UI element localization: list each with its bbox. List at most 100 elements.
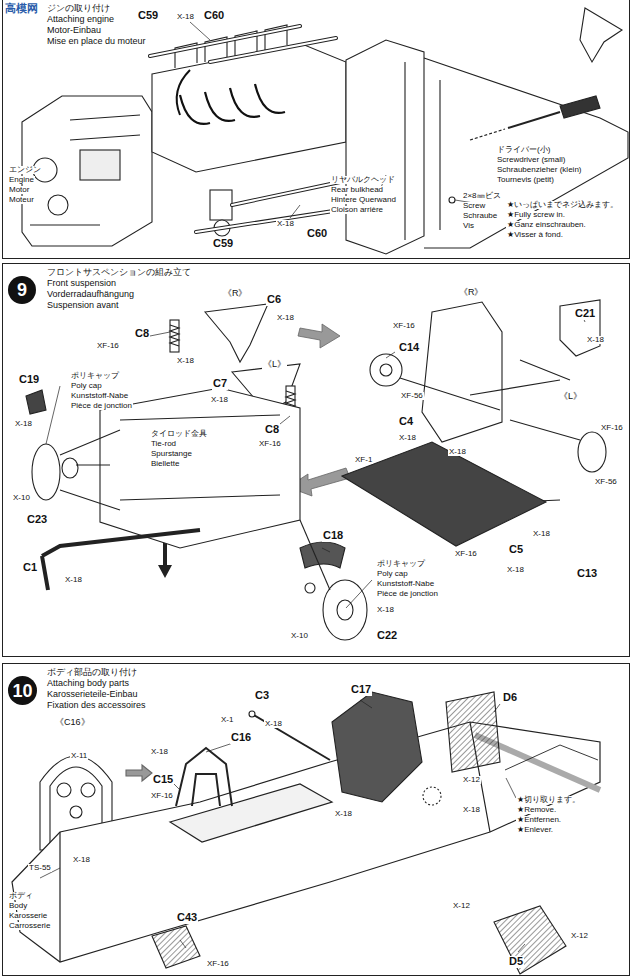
seat-drawing: [249, 692, 441, 805]
callout-label: 《R》: [458, 288, 485, 297]
dashboard-drawing: [81, 783, 95, 797]
heading-text: Attaching engine: [47, 14, 629, 25]
wishbone-drawing: [170, 320, 179, 352]
engine-drawing: [210, 190, 232, 220]
callout-label: Spurstange: [150, 450, 193, 458]
roll-hoop-drawing: [176, 748, 232, 806]
engine-drawing: [152, 25, 346, 236]
leader-lines: [46, 310, 585, 608]
engine-drawing: [152, 44, 346, 172]
heading-text: Fixation des accessoires: [47, 700, 629, 711]
callout-label: X-12: [570, 932, 589, 940]
gearbox-drawing: [48, 195, 68, 215]
callout-label: ポリキャップ: [376, 560, 426, 568]
callout-label: XF-16: [96, 342, 120, 350]
callout-label: 《R》: [222, 289, 249, 298]
callout-label: Poly cap: [376, 570, 409, 578]
leader-lines: [180, 940, 186, 948]
callout-label: Pièce de jonction: [376, 590, 439, 598]
front-bulkhead-drawing: [342, 300, 606, 546]
heading-text: Mise en place du moteur: [47, 36, 629, 47]
screw-rods: [232, 182, 340, 205]
callout-label: 《L》: [262, 360, 287, 369]
roll-hoop-drawing: [192, 774, 220, 806]
leader-lines: [506, 778, 516, 798]
callout-label: ★Fully screw in.: [506, 211, 566, 219]
gearbox-drawing: [80, 150, 120, 180]
callout-label: XF-16: [454, 550, 478, 558]
callout-label: Pièce de jonction: [70, 402, 133, 410]
leader-lines: [190, 22, 480, 218]
seat-drawing: [249, 711, 255, 717]
suspension-assembly-drawing: [60, 430, 120, 510]
direction-arrows: [298, 324, 340, 348]
callout-label: Kunststoff-Nabe: [376, 580, 435, 588]
callout-label: C43: [176, 912, 198, 924]
callout-label: X-18: [398, 434, 417, 442]
callout-label: C59: [137, 10, 159, 22]
callout-label: タイロッド金具: [150, 430, 208, 438]
screw-rods: [210, 38, 336, 62]
callout-label: C23: [26, 514, 48, 526]
seat-drawing: [252, 714, 330, 760]
hatched-parts: [505, 745, 598, 770]
callout-label: ★切り取ります。: [516, 796, 581, 804]
screw-rods: [232, 182, 340, 205]
callout-label: C13: [576, 568, 598, 580]
suspension-assembly-drawing: [120, 415, 280, 500]
callout-label: D6: [502, 692, 518, 704]
callout-label: Hintere Querwand: [330, 196, 397, 204]
heading-text: Front suspension: [47, 278, 629, 289]
leader-lines: [290, 205, 300, 218]
callout-label: ★Remove.: [516, 806, 557, 814]
seat-drawing: [332, 692, 422, 802]
roll-hoop-drawing: [176, 748, 232, 806]
suspension-assembly-drawing: [62, 458, 78, 478]
callout-label: Cloison arrière: [330, 206, 384, 214]
callout-label: XF-56: [400, 392, 424, 400]
callout-label: エンジン: [8, 166, 42, 174]
callout-label: C60: [306, 228, 328, 240]
callout-label: C5: [508, 544, 524, 556]
callout-label: Schraube: [462, 212, 498, 220]
screwdriver-drawing: [470, 96, 600, 140]
gearbox-drawing: [30, 115, 140, 225]
hatched-parts: [446, 692, 500, 772]
front-bulkhead-drawing: [370, 354, 402, 386]
leader-lines: [40, 700, 525, 952]
front-bulkhead-drawing: [560, 300, 600, 356]
heading-text: ジンの取り付け: [47, 3, 629, 14]
callout-label: Carrosserie: [8, 922, 51, 930]
callout-label: X-18: [64, 576, 83, 584]
callout-label: ★Ganz einschrauben.: [506, 221, 587, 229]
front-bulkhead-drawing: [578, 432, 606, 472]
dashboard-drawing: [57, 783, 71, 797]
callout-label: 2×8㎜ビス: [462, 192, 502, 200]
callout-label: C6: [266, 294, 282, 306]
callout-label: C4: [398, 416, 414, 428]
callout-label: C21: [574, 308, 596, 320]
callout-label: Tie-rod: [150, 440, 177, 448]
callout-label: X-18: [72, 856, 91, 864]
callout-label: X-18: [506, 566, 525, 574]
callout-label: Tournevis (petit): [496, 176, 555, 184]
screw-rods: [150, 26, 340, 232]
callout-label: X-18: [14, 420, 33, 428]
callout-label: リヤバルクヘッド: [330, 176, 396, 184]
leader-lines: [346, 580, 372, 608]
step-heading: フロントサスペンションの組み立てFront suspensionVorderra…: [3, 264, 629, 311]
callout-label: C17: [350, 684, 372, 696]
step-number-text: 9: [17, 281, 27, 299]
callout-label: Kunststoff-Nabe: [70, 392, 129, 400]
callout-label: X-10: [290, 632, 309, 640]
leader-lines: [322, 548, 330, 552]
engine-drawing: [180, 84, 285, 124]
heading-text: Suspension avant: [47, 300, 629, 311]
suspension-assembly-drawing: [26, 388, 367, 640]
callout-label: X-18: [150, 748, 169, 756]
callout-label: ボディ: [8, 892, 34, 900]
callout-label: Engine: [8, 176, 35, 184]
chassis-drawing: [580, 8, 622, 62]
callout-label: X-18: [448, 448, 467, 456]
